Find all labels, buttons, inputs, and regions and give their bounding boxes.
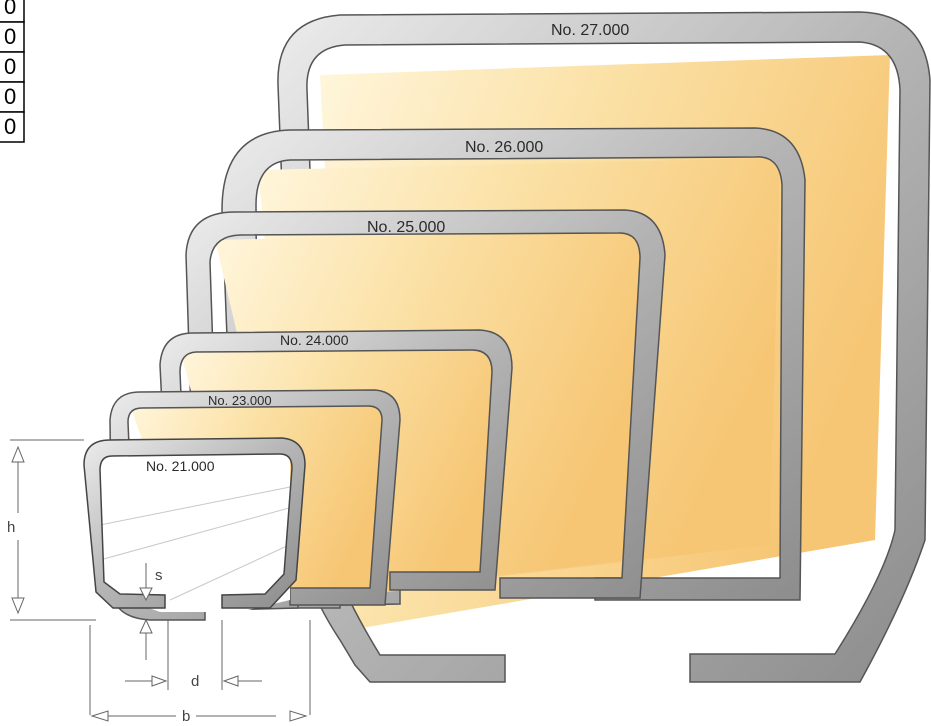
profile-label-24000: No. 24.000 — [280, 332, 349, 348]
profile-21000: No. 21.000 — [83, 437, 306, 612]
dimension-label-thickness: s — [155, 567, 163, 584]
dimension-label-width: b — [182, 708, 190, 725]
dimension-label-height: h — [7, 519, 15, 536]
profile-label-21000: No. 21.000 — [146, 458, 215, 474]
table-cell: 0 — [4, 24, 16, 49]
table-cell: 0 — [4, 54, 16, 79]
dimension-annotations — [10, 439, 311, 722]
profile-label-26000: No. 26.000 — [465, 139, 543, 156]
profile-label-25000: No. 25.000 — [367, 219, 445, 236]
profile-label-27000: No. 27.000 — [551, 22, 629, 39]
profile-label-23000: No. 23.000 — [208, 393, 272, 408]
table-cell: 0 — [4, 114, 16, 139]
table-cell: 0 — [4, 0, 16, 19]
dimension-label-opening: d — [191, 673, 199, 690]
table-cell: 0 — [4, 84, 16, 109]
value-table: 0 0 0 0 0 — [0, 0, 25, 143]
